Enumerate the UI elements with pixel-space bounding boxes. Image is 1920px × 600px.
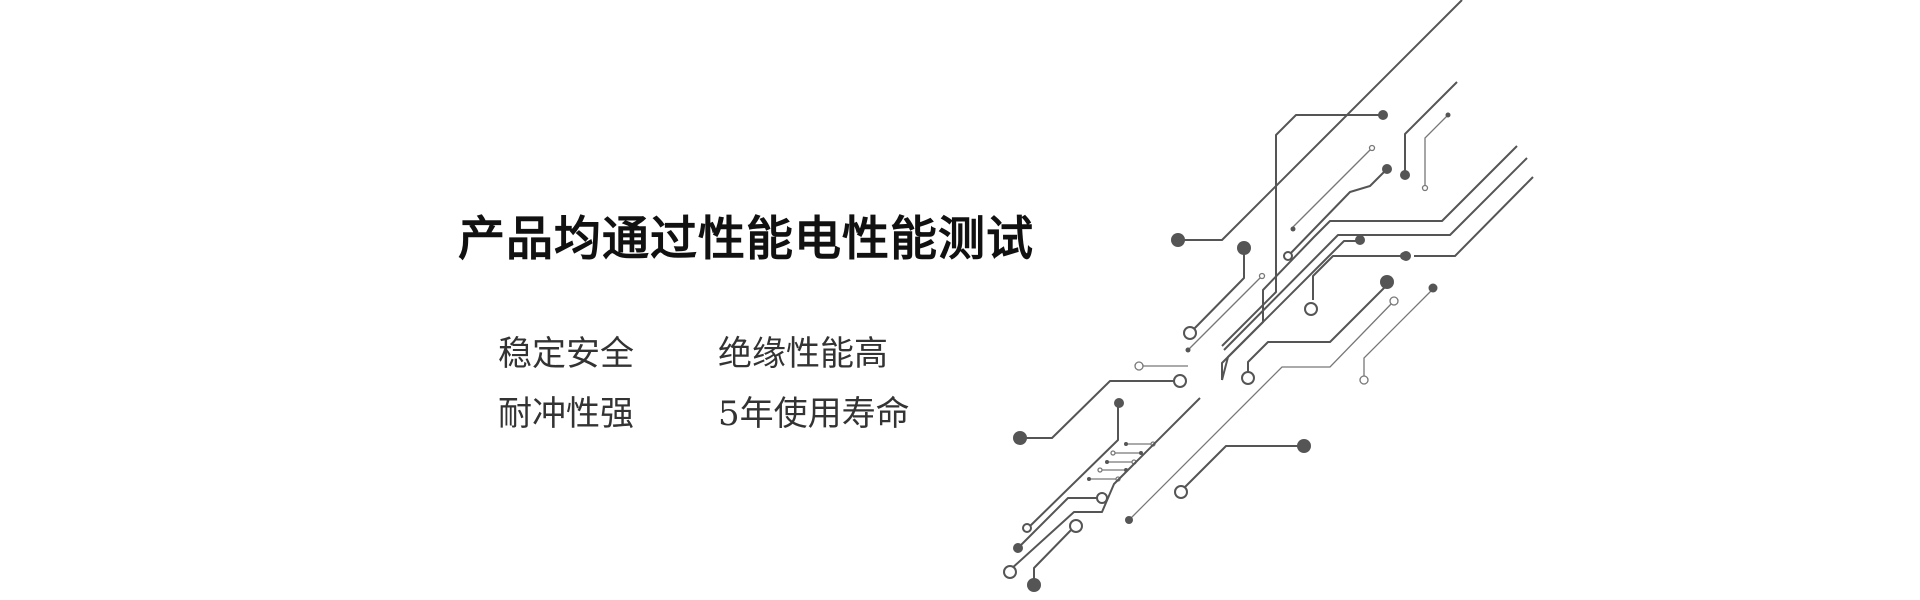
feature-five-year-lifespan: 5年使用寿命 <box>718 394 910 434</box>
page-title: 产品均通过性能电性能测试 <box>458 212 1034 267</box>
feature-high-insulation: 绝缘性能高 <box>718 334 888 374</box>
feature-stable-safe: 稳定安全 <box>498 334 634 374</box>
feature-impact-resistant: 耐冲性强 <box>498 394 634 434</box>
circuit-board-icon <box>1003 0 1534 592</box>
